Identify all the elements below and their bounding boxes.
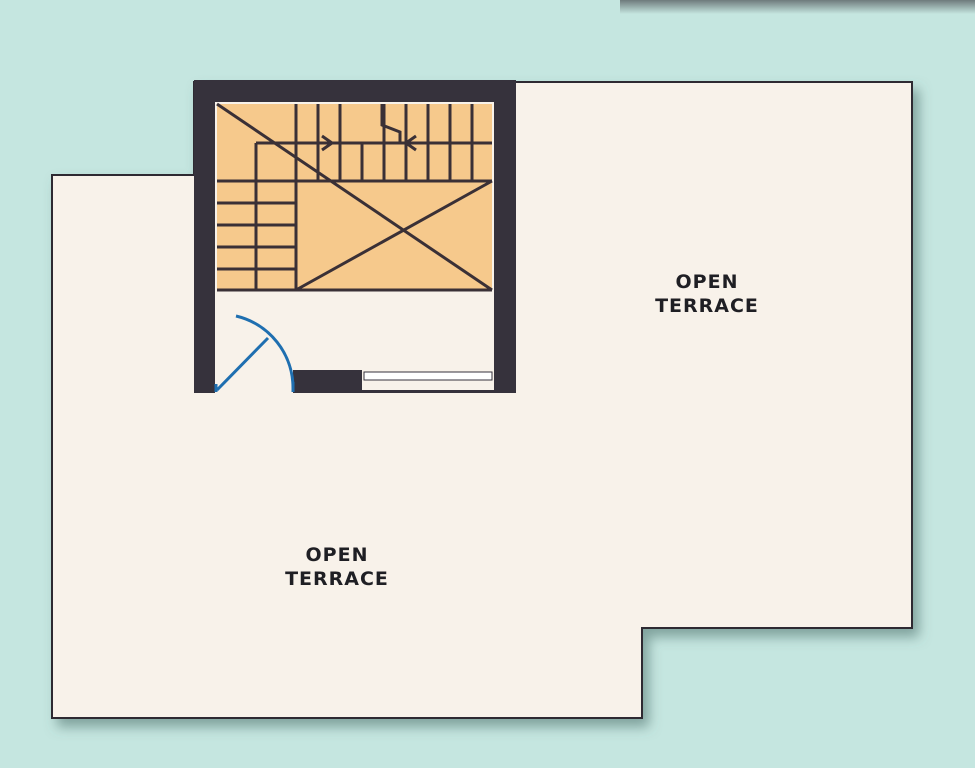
- terrace-right-label-line1: OPEN: [676, 271, 739, 293]
- window: [363, 371, 493, 381]
- terrace-left-label-line1: OPEN: [306, 544, 369, 566]
- arrow-left-icon: [403, 134, 417, 152]
- arrow-right-icon: [321, 134, 335, 152]
- top-edge-shadow: [620, 0, 975, 14]
- terrace-right-label-line2: TERRACE: [655, 295, 759, 317]
- staircase-shaft: [194, 80, 516, 395]
- wall-block: [293, 370, 362, 392]
- door-icon: [214, 314, 295, 392]
- terrace-left-label-line2: TERRACE: [285, 568, 389, 590]
